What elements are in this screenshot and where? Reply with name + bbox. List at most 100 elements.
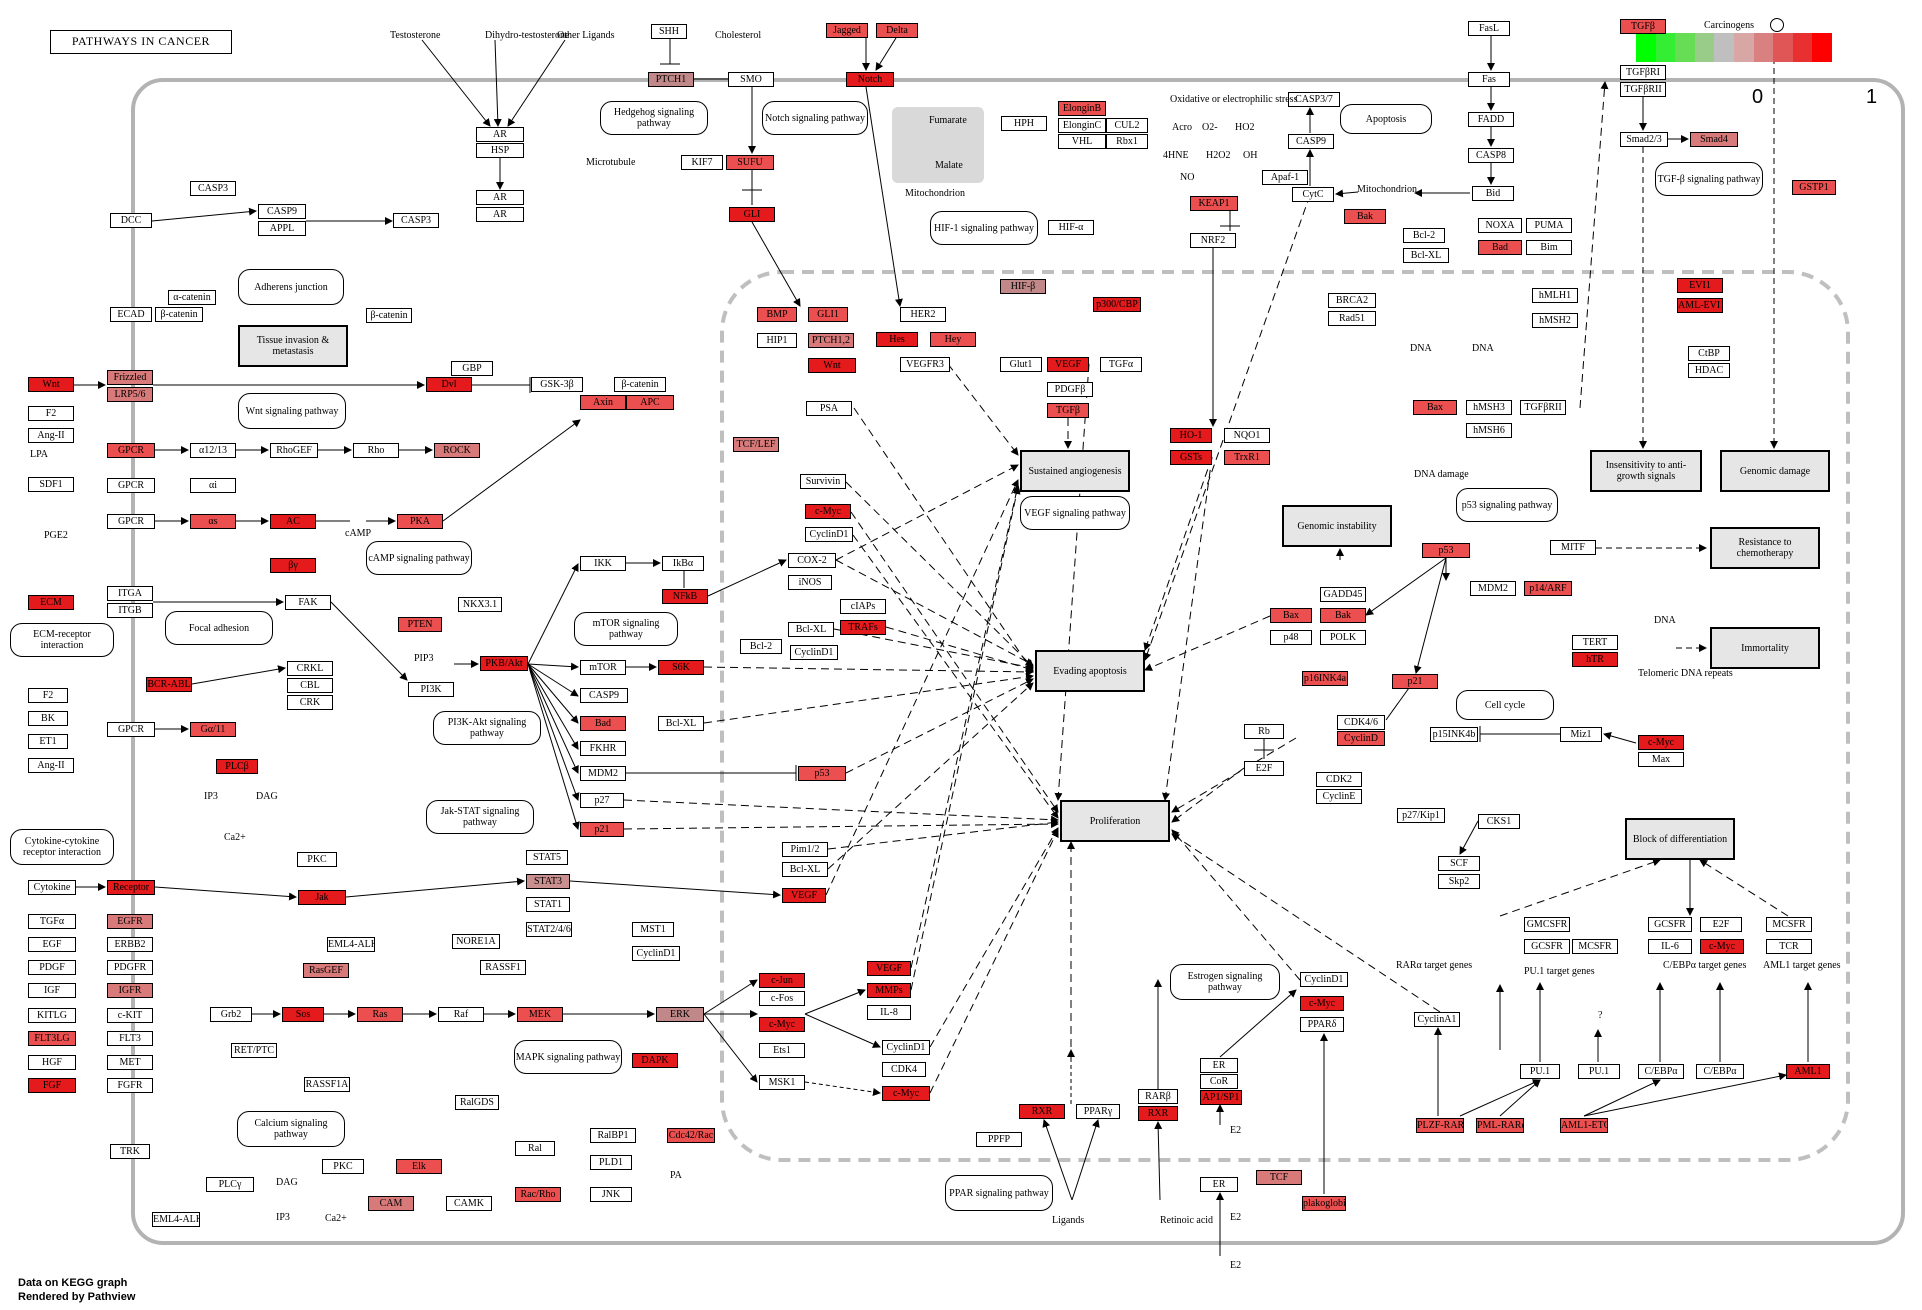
gene-node[interactable]: hMSH6 — [1466, 423, 1512, 438]
gene-node[interactable]: FADD — [1468, 112, 1514, 127]
gene-node[interactable]: Bim — [1526, 240, 1572, 255]
gene-node[interactable]: hTR — [1572, 652, 1618, 667]
gene-node[interactable]: C/EBPα — [1638, 1064, 1684, 1079]
pathway-link[interactable]: Wnt signaling pathway — [238, 393, 346, 429]
gene-node[interactable]: CAM — [368, 1196, 414, 1211]
gene-node[interactable]: βγ — [270, 558, 316, 573]
gene-node[interactable]: HIF-β — [1000, 279, 1046, 294]
gene-node[interactable]: mTOR — [580, 660, 626, 675]
gene-node[interactable]: AML1-ETO — [1560, 1118, 1608, 1133]
gene-node[interactable]: p53 — [798, 766, 846, 781]
gene-node[interactable]: S6K — [658, 660, 704, 675]
gene-node[interactable]: RXR — [1019, 1104, 1065, 1119]
gene-node[interactable]: SDF1 — [28, 477, 74, 492]
gene-node[interactable]: FGF — [28, 1078, 76, 1093]
gene-node[interactable]: TGFα — [28, 914, 76, 929]
gene-node[interactable]: CASP9 — [580, 688, 628, 703]
gene-node[interactable]: MCSFR — [1572, 939, 1618, 954]
gene-node[interactable]: GMCSFR — [1524, 917, 1570, 932]
gene-node[interactable]: p21 — [580, 822, 624, 837]
gene-node[interactable]: Max — [1638, 752, 1684, 767]
gene-node[interactable]: CytC — [1292, 187, 1334, 202]
gene-node[interactable]: POLK — [1320, 630, 1366, 645]
gene-node[interactable]: PKC — [297, 852, 337, 867]
pathway-link[interactable]: Apoptosis — [1340, 104, 1432, 134]
gene-node[interactable]: CyclinD1 — [882, 1040, 930, 1055]
gene-node[interactable]: Bid — [1472, 186, 1514, 201]
gene-node[interactable]: F2 — [28, 406, 74, 421]
gene-node[interactable]: Wnt — [28, 377, 74, 392]
gene-node[interactable]: c-Jun — [759, 973, 805, 988]
gene-node[interactable]: ElonginC — [1058, 118, 1106, 133]
gene-node[interactable]: Raf — [438, 1007, 484, 1022]
gene-node[interactable]: AML-EVI1 — [1677, 298, 1723, 313]
gene-node[interactable]: TrxR1 — [1224, 450, 1270, 465]
gene-node[interactable]: FKHR — [580, 741, 626, 756]
pathway-link[interactable]: Calcium signaling pathway — [237, 1111, 345, 1147]
gene-node[interactable]: RasGEF — [303, 963, 349, 978]
gene-node[interactable]: GSTs — [1170, 450, 1212, 465]
gene-node[interactable]: NQO1 — [1224, 428, 1270, 443]
gene-node[interactable]: TGFβ — [1047, 403, 1089, 418]
gene-node[interactable]: FLT3 — [107, 1031, 153, 1046]
gene-node[interactable]: EGFR — [107, 914, 153, 929]
gene-node[interactable]: c-Myc — [805, 504, 851, 519]
gene-node[interactable]: TGFα — [1100, 357, 1142, 372]
gene-node[interactable]: COX-2 — [788, 553, 836, 568]
gene-node[interactable]: GBP — [451, 361, 493, 376]
gene-node[interactable]: VEGF — [782, 888, 826, 903]
gene-node[interactable]: p15INK4b — [1430, 727, 1478, 742]
gene-node[interactable]: Glut1 — [1000, 357, 1042, 372]
gene-node[interactable]: PU.1 — [1578, 1064, 1620, 1079]
gene-node[interactable]: GPCR — [107, 514, 155, 529]
gene-node[interactable]: IGF — [28, 983, 76, 998]
gene-node[interactable]: TCR — [1766, 939, 1812, 954]
gene-node[interactable]: p300/CBP — [1093, 297, 1141, 312]
gene-node[interactable]: Smad4 — [1690, 132, 1738, 147]
gene-node[interactable]: BRCA2 — [1328, 293, 1376, 308]
gene-node[interactable]: p48 — [1270, 630, 1312, 645]
gene-node[interactable]: ECAD — [110, 307, 152, 322]
gene-node[interactable]: HGF — [28, 1055, 76, 1070]
gene-node[interactable]: HO-1 — [1170, 428, 1212, 443]
pathway-link[interactable]: Cell cycle — [1456, 690, 1554, 720]
gene-node[interactable]: Ang-II — [28, 428, 74, 443]
gene-node[interactable]: Ral — [515, 1141, 555, 1156]
gene-node[interactable]: PKC — [322, 1159, 364, 1174]
gene-node[interactable]: Dvl — [426, 377, 472, 392]
gene-node[interactable]: DAPK — [632, 1053, 678, 1068]
gene-node[interactable]: Bcl-2 — [1403, 228, 1445, 243]
gene-node[interactable]: CyclinD1 — [790, 645, 838, 660]
gene-node[interactable]: VEGF — [867, 961, 911, 976]
pathway-link[interactable]: cAMP signaling pathway — [366, 541, 472, 575]
gene-node[interactable]: MSK1 — [759, 1075, 805, 1090]
gene-node[interactable]: HDAC — [1688, 363, 1730, 378]
gene-node[interactable]: PLCβ — [216, 759, 258, 774]
gene-node[interactable]: Hey — [930, 332, 976, 347]
gene-node[interactable]: ERK — [656, 1007, 704, 1022]
gene-node[interactable]: TCF/LEF — [733, 437, 779, 452]
gene-node[interactable]: F2 — [28, 688, 68, 703]
gene-node[interactable]: ERBB2 — [107, 937, 153, 952]
gene-node[interactable]: RXR — [1138, 1106, 1178, 1121]
gene-node[interactable]: STAT2/4/6 — [526, 922, 572, 937]
gene-node[interactable]: PLZF-RARα — [1416, 1118, 1464, 1133]
gene-node[interactable]: Bcl-XL — [788, 622, 834, 637]
gene-node[interactable]: PTCH1,2 — [808, 333, 854, 348]
gene-node[interactable]: KIF7 — [681, 155, 723, 170]
gene-node[interactable]: E2F — [1244, 761, 1284, 776]
gene-node[interactable]: Pim1/2 — [782, 842, 828, 857]
gene-node[interactable]: CASP9 — [1288, 134, 1334, 149]
gene-node[interactable]: NOXA — [1478, 218, 1522, 233]
outcome-box[interactable]: Sustained angiogenesis — [1020, 450, 1130, 492]
gene-node[interactable]: BCR-ABL — [146, 677, 192, 692]
gene-node[interactable]: PDGFβ — [1047, 382, 1093, 397]
gene-node[interactable]: AC — [270, 514, 316, 529]
gene-node[interactable]: Smad2/3 — [1620, 132, 1668, 147]
gene-node[interactable]: c-Myc — [882, 1086, 930, 1101]
gene-node[interactable]: β-catenin — [614, 377, 666, 392]
gene-node[interactable]: PUMA — [1526, 218, 1572, 233]
gene-node[interactable]: iNOS — [788, 575, 832, 590]
gene-node[interactable]: CUL2 — [1106, 118, 1148, 133]
gene-node[interactable]: IGFR — [107, 983, 153, 998]
